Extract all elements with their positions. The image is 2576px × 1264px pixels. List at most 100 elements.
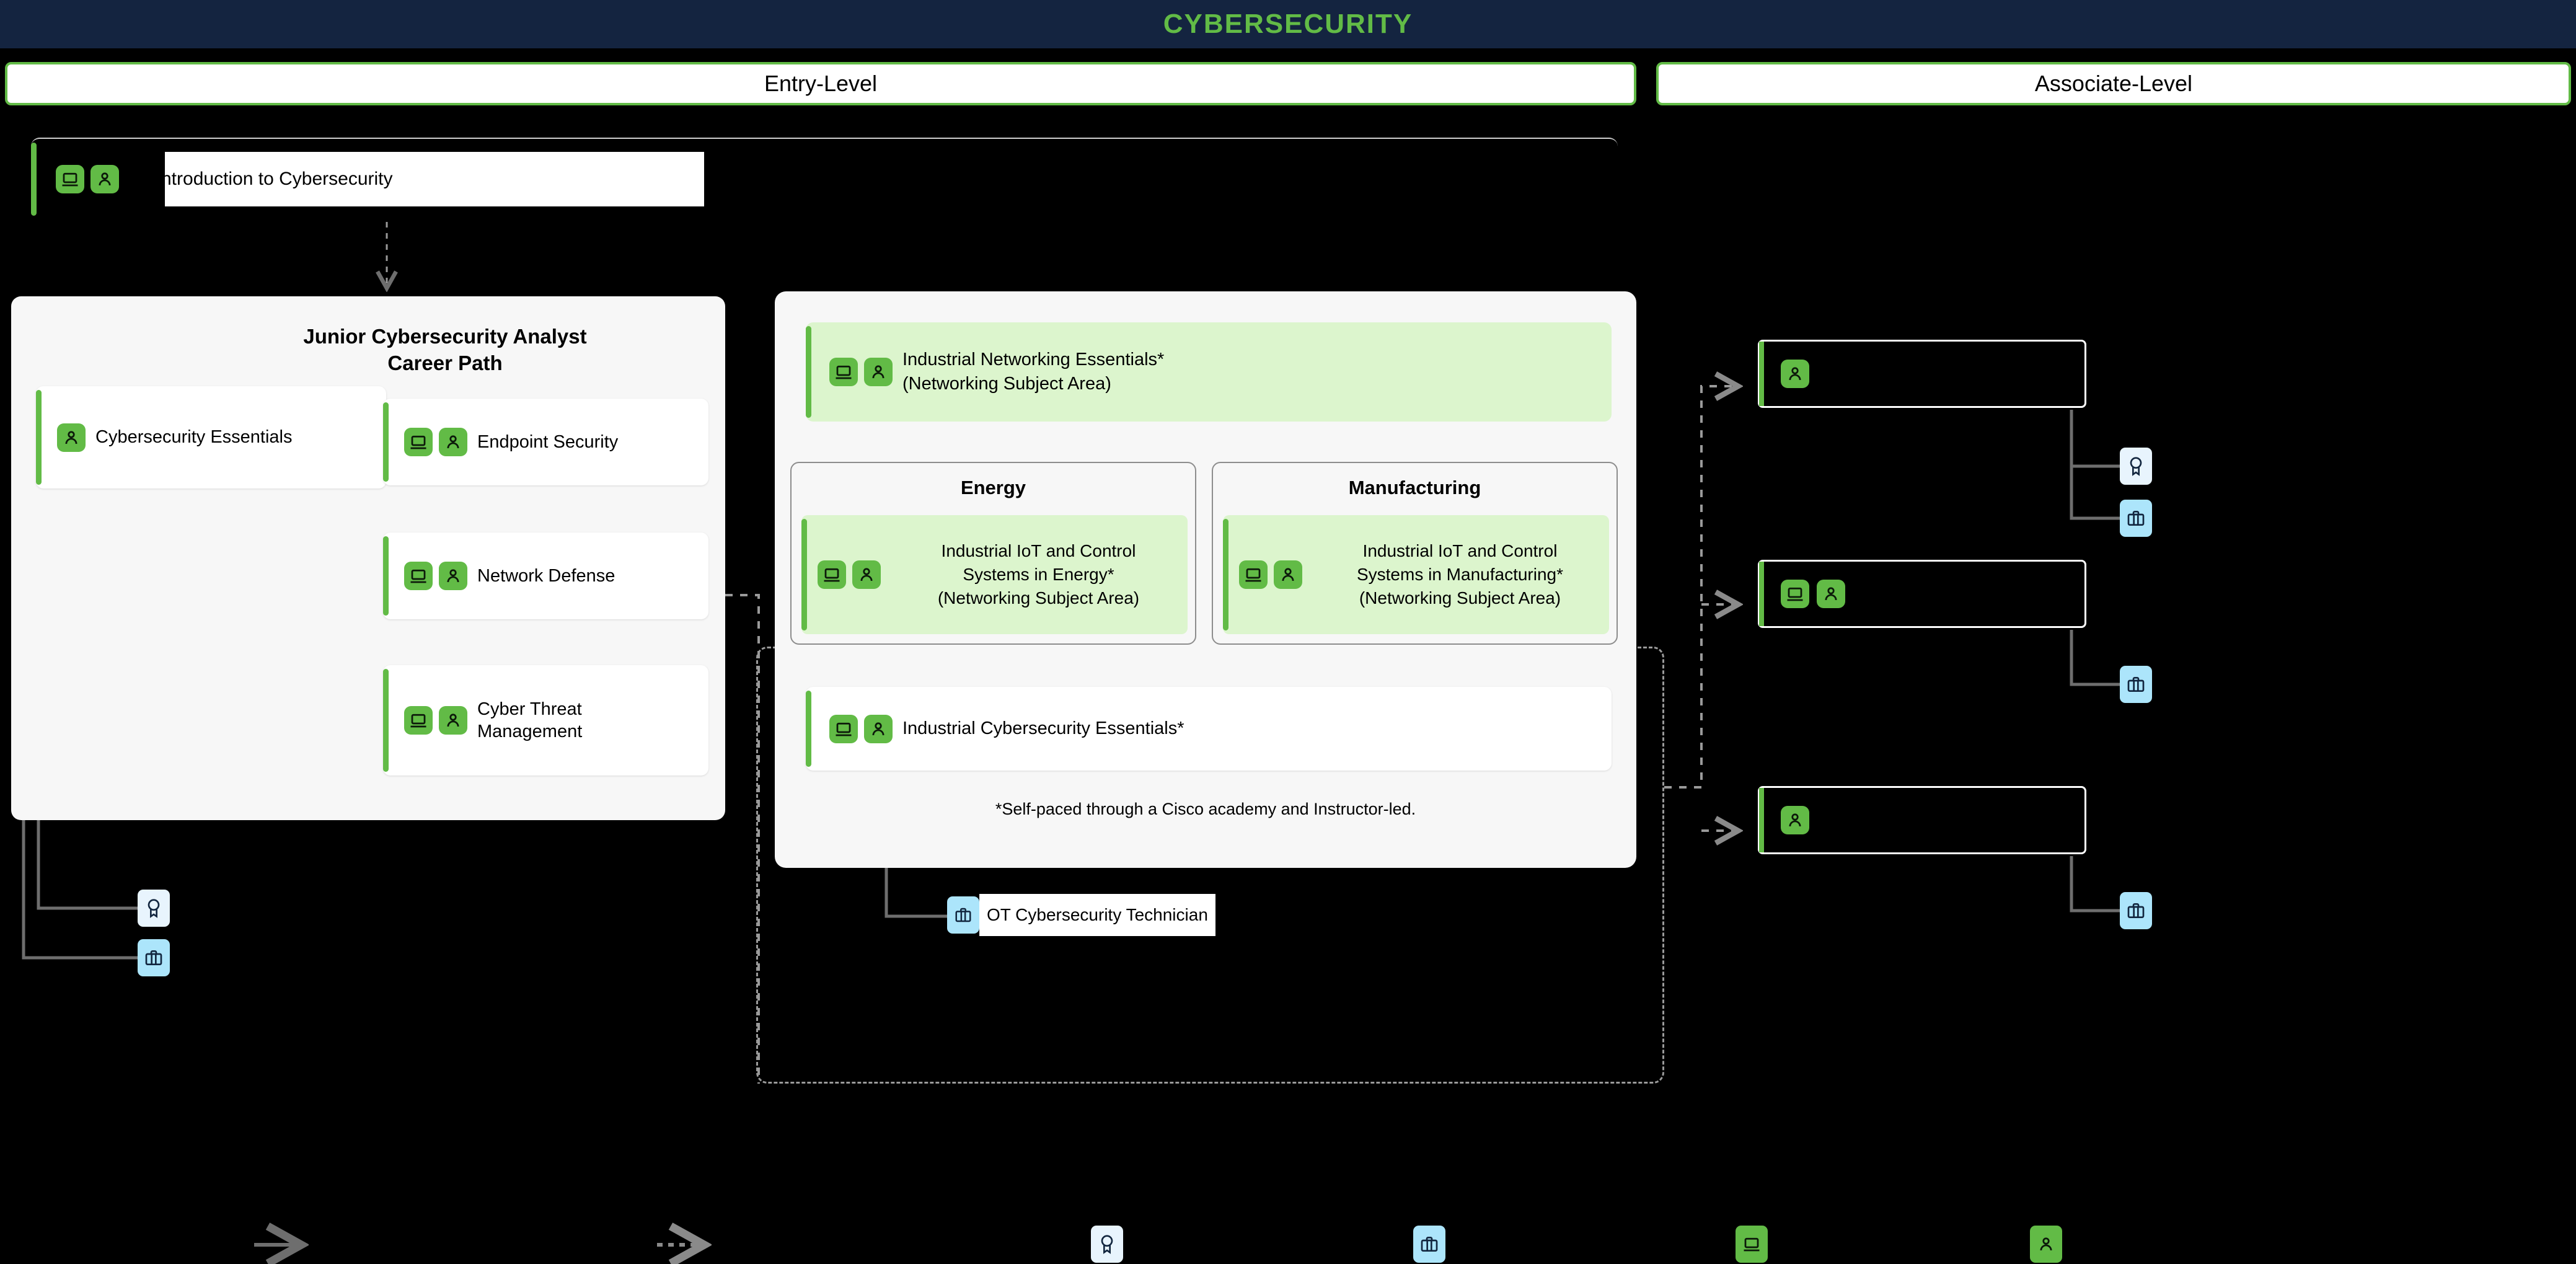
job-role-label: OT Cybersecurity Technician: [979, 894, 1215, 936]
briefcase-icon[interactable]: [2120, 666, 2152, 703]
laptop-icon: [829, 714, 858, 743]
sector-title: Manufacturing: [1348, 477, 1481, 498]
course-icons: [404, 706, 467, 735]
legend-item-briefcase: [1413, 1224, 1454, 1264]
course-label-line1: Industrial IoT and Control: [1362, 541, 1558, 561]
briefcase-icon[interactable]: [138, 939, 170, 976]
course-icons: [404, 428, 467, 456]
course-text: Industrial IoT and Control Systems in Ma…: [1311, 539, 1609, 609]
course-label-line1: Industrial Networking Essentials*: [902, 349, 1165, 369]
green-accent-bar: [383, 536, 389, 616]
person-icon: [2030, 1226, 2062, 1263]
badge-icon[interactable]: [138, 890, 170, 927]
briefcase-icon[interactable]: [2120, 892, 2152, 929]
green-accent-bar: [36, 390, 42, 485]
laptop-icon: [1239, 560, 1268, 589]
course-icons: [829, 358, 893, 386]
green-accent-bar: [383, 402, 389, 482]
course-card-cybersecurity-essentials[interactable]: Cybersecurity Essentials: [36, 386, 386, 488]
course-card-iiot-manufacturing[interactable]: Industrial IoT and Control Systems in Ma…: [1223, 515, 1609, 634]
course-card-industrial-networking-essentials[interactable]: Industrial Networking Essentials* (Netwo…: [806, 322, 1612, 422]
sector-box-energy: Energy Industrial IoT: [790, 462, 1196, 645]
course-card-network-defense[interactable]: Network Defense: [383, 533, 708, 619]
laptop-icon: [818, 560, 846, 589]
legend: [0, 1224, 2576, 1264]
badge-icon: [1091, 1226, 1123, 1263]
associate-course-box-3[interactable]: [1758, 786, 2086, 854]
course-card-cyber-threat-management[interactable]: Cyber Threat Management: [383, 665, 708, 776]
course-label-line1: Industrial IoT and Control: [941, 541, 1136, 561]
person-icon: [864, 714, 893, 743]
person-icon: [90, 165, 119, 193]
course-icons: [1239, 560, 1302, 589]
person-icon: [57, 423, 86, 452]
green-accent-bar: [1759, 562, 1764, 626]
person-icon: [1781, 360, 1809, 388]
person-icon: [864, 358, 893, 386]
header-bar: CYBERSECURITY: [0, 0, 2576, 48]
course-label-line2: (Networking Subject Area): [902, 374, 1111, 394]
laptop-icon: [404, 562, 433, 590]
course-label-line3: (Networking Subject Area): [937, 588, 1140, 608]
career-path-title: Junior Cybersecurity Analyst Career Path: [197, 324, 693, 377]
course-icons: [57, 423, 86, 452]
job-role-ot-cybersecurity-technician[interactable]: OT Cybersecurity Technician: [947, 894, 1215, 936]
briefcase-icon[interactable]: [2120, 500, 2152, 537]
tab-entry-level[interactable]: Entry-Level: [5, 62, 1636, 105]
course-card-iiot-energy[interactable]: Industrial IoT and Control Systems in En…: [801, 515, 1188, 634]
laptop-icon: [404, 428, 433, 456]
green-accent-bar: [1759, 788, 1764, 852]
person-icon: [852, 560, 881, 589]
career-path-title-line2: Career Path: [387, 351, 503, 374]
briefcase-icon: [1413, 1226, 1445, 1263]
person-icon: [1817, 580, 1845, 608]
course-text: Industrial Networking Essentials* (Netwo…: [902, 348, 1164, 396]
intro-icons: [56, 165, 119, 193]
legend-item-badge: [1091, 1224, 1132, 1264]
sector-box-manufacturing: Manufacturing Industr: [1212, 462, 1618, 645]
green-accent-bar: [1223, 519, 1228, 630]
course-icons: [818, 560, 881, 589]
associate-course-box-1[interactable]: [1758, 340, 2086, 408]
sector-title: Energy: [960, 477, 1026, 498]
tab-entry-level-label: Entry-Level: [764, 71, 878, 96]
course-label: Industrial Cybersecurity Essentials*: [902, 718, 1184, 738]
briefcase-icon: [947, 896, 979, 934]
course-icons: [404, 562, 467, 590]
associate-course-box-2[interactable]: [1758, 560, 2086, 628]
self-paced-footnote: *Self-paced through a Cisco academy and …: [995, 800, 1416, 818]
course-label: Cybersecurity Essentials: [95, 427, 293, 448]
green-accent-bar: [806, 691, 811, 767]
person-icon: [439, 562, 467, 590]
intro-course-box[interactable]: ntroduction to Cybersecurity: [31, 138, 1618, 219]
laptop-icon: [829, 358, 858, 386]
course-label-line2: Systems in Energy*: [963, 565, 1114, 585]
green-accent-bar: [806, 326, 811, 418]
green-accent-bar: [1759, 342, 1764, 406]
legend-item-person: [2030, 1224, 2071, 1264]
course-label: Cyber Threat Management: [477, 699, 583, 741]
person-icon: [439, 428, 467, 456]
green-accent-bar: [383, 669, 389, 772]
course-label: Network Defense: [477, 565, 615, 586]
laptop-icon: [56, 165, 84, 193]
course-label-line2: Systems in Manufacturing*: [1356, 565, 1564, 585]
course-card-industrial-cybersecurity-essentials[interactable]: Industrial Cybersecurity Essentials*: [806, 687, 1612, 771]
badge-icon[interactable]: [2120, 448, 2152, 485]
person-icon: [1781, 806, 1809, 834]
person-icon: [1274, 560, 1302, 589]
intro-course-label: ntroduction to Cybersecurity: [165, 152, 704, 206]
course-card-endpoint-security[interactable]: Endpoint Security: [383, 399, 708, 485]
course-text: Industrial IoT and Control Systems in En…: [889, 539, 1188, 609]
course-label: Endpoint Security: [477, 431, 619, 452]
green-accent-bar: [31, 143, 37, 216]
course-icons: [829, 714, 893, 743]
career-path-title-line1: Junior Cybersecurity Analyst: [303, 325, 587, 348]
laptop-icon: [404, 706, 433, 735]
person-icon: [439, 706, 467, 735]
laptop-icon: [1736, 1226, 1768, 1263]
page-title: CYBERSECURITY: [1163, 9, 1413, 39]
tab-associate-level[interactable]: Associate-Level: [1656, 62, 2571, 105]
tab-associate-level-label: Associate-Level: [2034, 71, 2193, 96]
